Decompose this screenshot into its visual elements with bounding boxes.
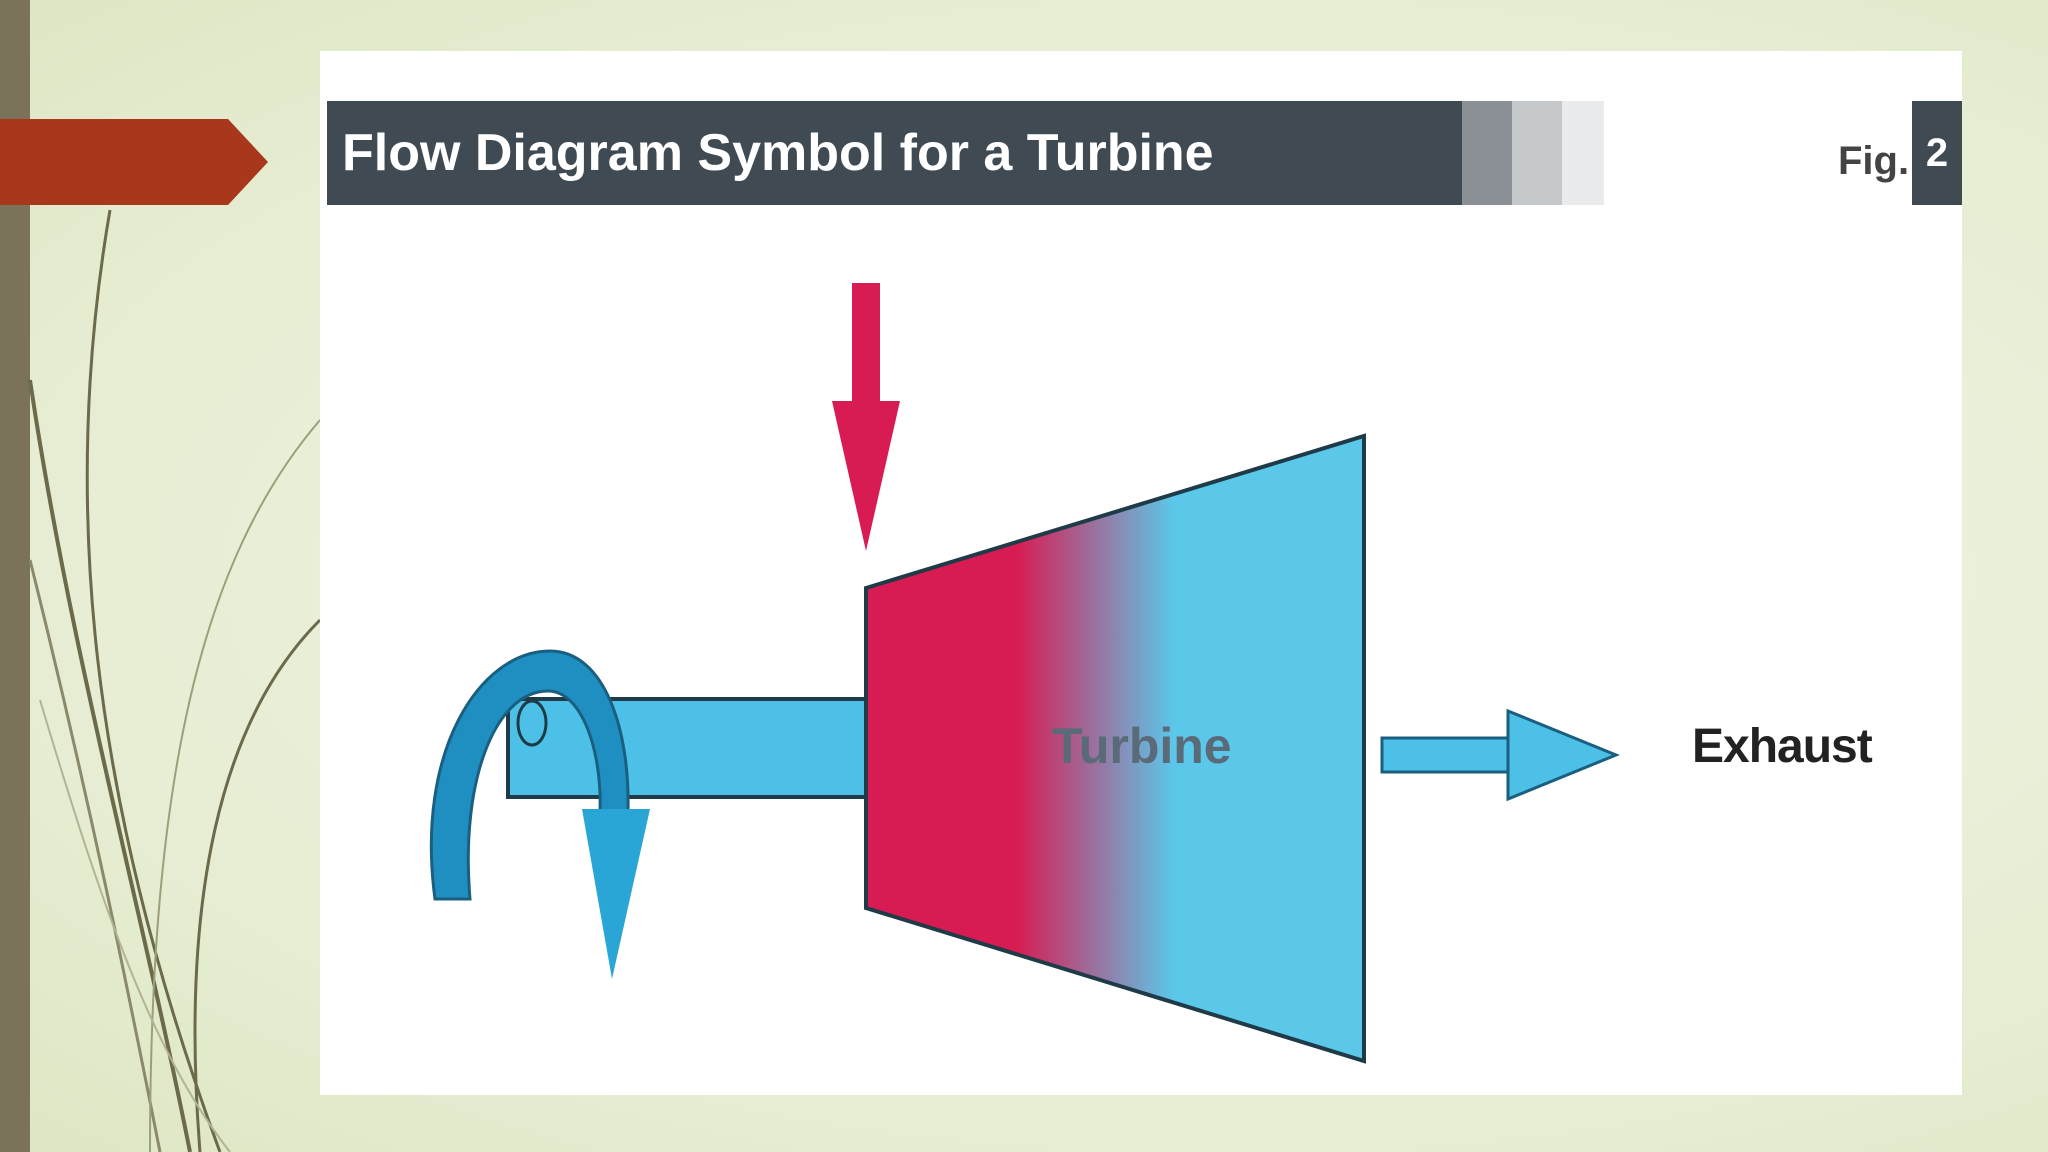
title-bar-fade bbox=[1562, 101, 1604, 205]
turbine-shaft bbox=[506, 697, 870, 799]
turbine-label: Turbine bbox=[1052, 718, 1232, 774]
title-bar-fade bbox=[1462, 101, 1512, 205]
figure-number: 2 bbox=[1912, 101, 1962, 205]
figure-panel: Flow Diagram Symbol for a Turbine Fig. 2 bbox=[320, 51, 1962, 1095]
title-bar bbox=[327, 101, 1462, 205]
turbine-diagram bbox=[429, 283, 1620, 1064]
figure-label: Fig. bbox=[1838, 139, 1910, 183]
slide-pointer-arrow bbox=[0, 119, 268, 205]
turbine-body bbox=[864, 433, 1366, 1064]
exhaust-arrow-icon bbox=[1380, 708, 1620, 802]
figure-title: Flow Diagram Symbol for a Turbine bbox=[342, 124, 1214, 182]
rotation-arrow-icon bbox=[429, 649, 650, 979]
inlet-arrow-icon bbox=[832, 283, 900, 551]
title-bar-fade bbox=[1512, 101, 1562, 205]
shaft-end bbox=[516, 699, 548, 747]
exhaust-label: Exhaust bbox=[1692, 720, 1873, 773]
decorative-curves bbox=[28, 209, 322, 1152]
